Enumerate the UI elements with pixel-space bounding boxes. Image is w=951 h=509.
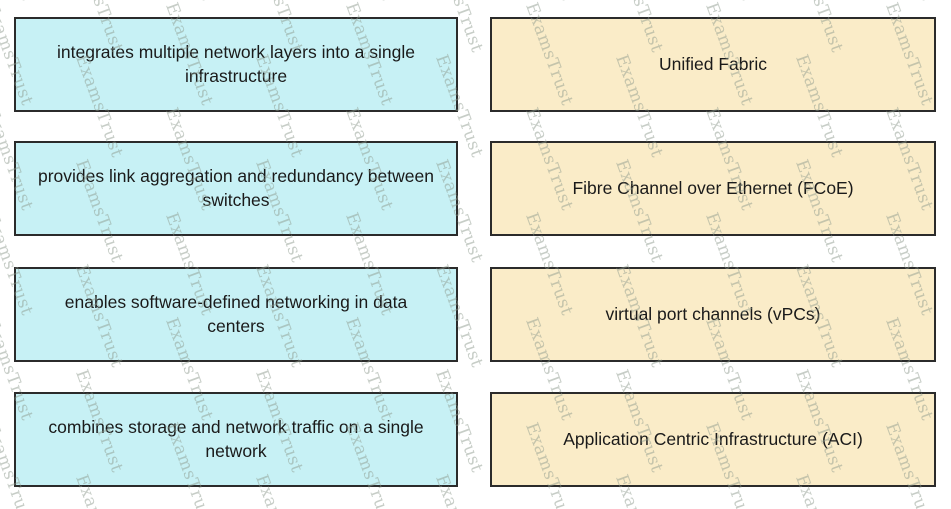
description-box-2-label: provides link aggregation and redundancy… (38, 165, 434, 210)
term-box-fcoe[interactable]: Fibre Channel over Ethernet (FCoE) (490, 141, 936, 236)
term-box-vpcs-label: virtual port channels (vPCs) (605, 303, 821, 324)
watermark-text: ExamsTrust (521, 0, 577, 3)
watermark-text: ExamsTrust (701, 0, 757, 3)
description-box-4-label: combines storage and network traffic on … (48, 416, 424, 461)
term-box-unified-fabric-label: Unified Fabric (659, 53, 767, 74)
term-box-fcoe-label: Fibre Channel over Ethernet (FCoE) (572, 177, 854, 198)
term-box-unified-fabric[interactable]: Unified Fabric (490, 17, 936, 112)
term-box-vpcs[interactable]: virtual port channels (vPCs) (490, 267, 936, 362)
watermark-text: ExamsTrust (341, 0, 397, 3)
term-box-aci-label: Application Centric Infrastructure (ACI) (563, 428, 863, 449)
watermark-text: ExamsTrust (161, 0, 217, 3)
description-box-2[interactable]: provides link aggregation and redundancy… (14, 141, 458, 236)
term-box-aci[interactable]: Application Centric Infrastructure (ACI) (490, 392, 936, 487)
description-box-3-label: enables software-defined networking in d… (64, 291, 408, 336)
description-box-1-label: integrates multiple network layers into … (57, 41, 415, 86)
description-box-3[interactable]: enables software-defined networking in d… (14, 267, 458, 362)
description-box-1[interactable]: integrates multiple network layers into … (14, 17, 458, 112)
description-box-4[interactable]: combines storage and network traffic on … (14, 392, 458, 487)
watermark-text: ExamsTrust (881, 0, 937, 3)
watermark-text: ExamsTrust (0, 0, 37, 3)
